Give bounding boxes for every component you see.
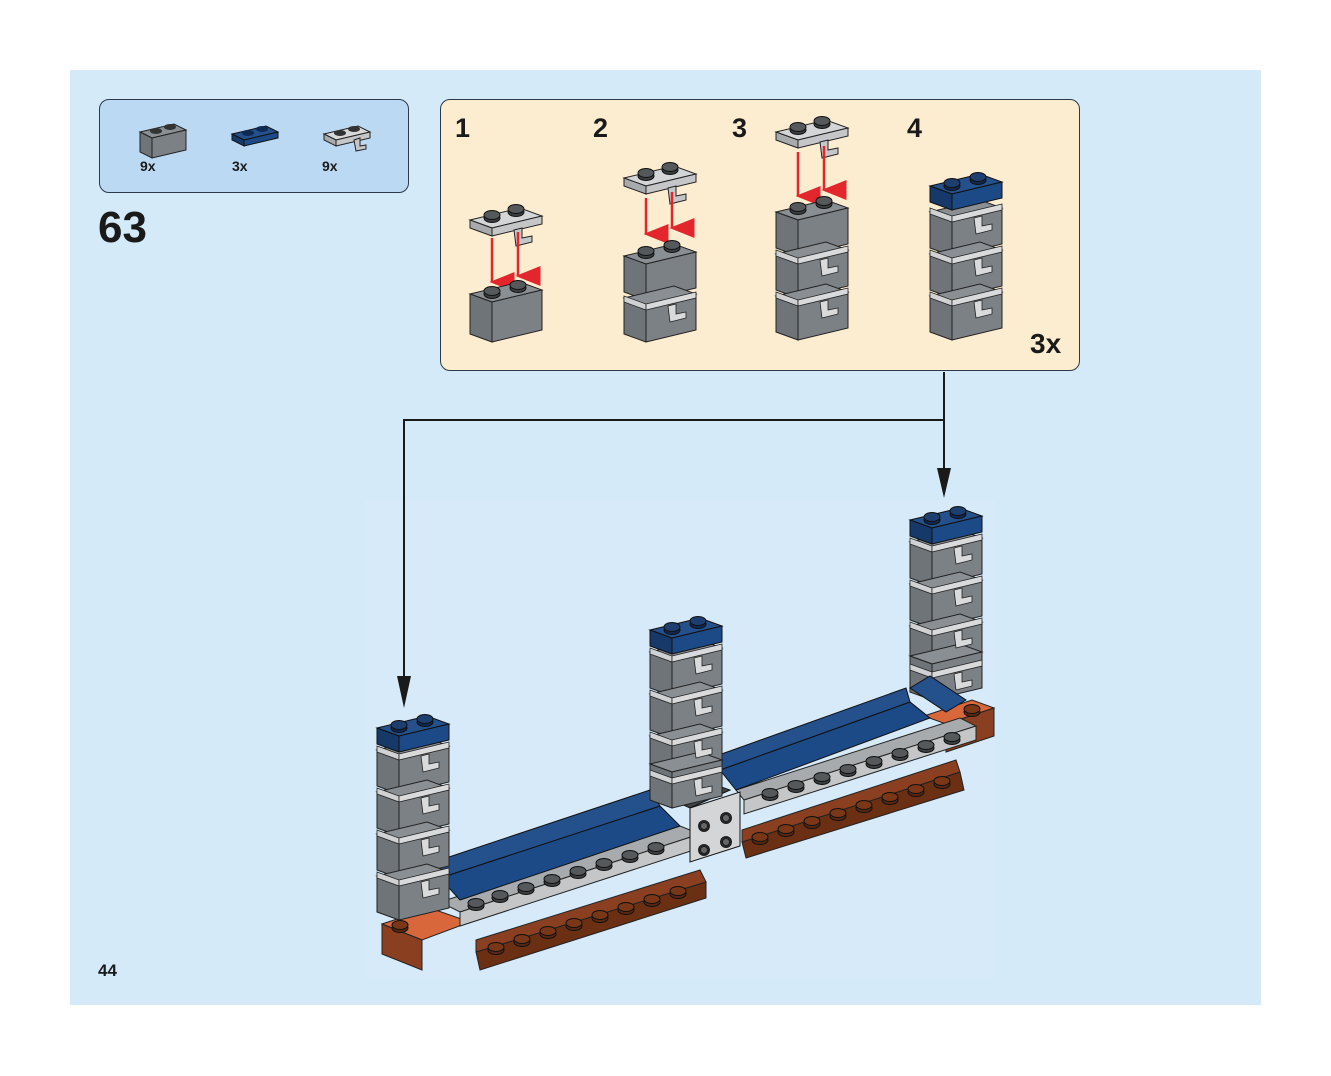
substep-2-illustration [623, 163, 697, 343]
callout-connector [397, 372, 951, 708]
substep-label: 4 [907, 113, 923, 143]
step-number: 63 [98, 203, 147, 252]
pillar-left [375, 714, 451, 921]
substep-1-illustration [468, 205, 544, 343]
part-quantity: 3x [232, 158, 248, 174]
main-model [375, 506, 996, 971]
substep-3-illustration [775, 117, 849, 341]
parts-list-callout: 9x 3x 9x [99, 99, 409, 193]
part-quantity: 9x [322, 158, 338, 174]
arrow-down-icon [937, 468, 951, 498]
brick-1x2-dark-gray-icon [136, 118, 206, 188]
arrow-down-icon [397, 676, 411, 708]
plate-1x2-dark-blue-icon [228, 118, 298, 188]
substep-label: 1 [455, 113, 471, 143]
substep-label: 2 [593, 113, 609, 143]
submodel-multiplier: 3x [1030, 328, 1062, 359]
substep-label: 3 [732, 113, 748, 143]
plate-1x2-clip-light-gray-icon [320, 118, 390, 188]
part-quantity: 9x [140, 158, 156, 174]
pillar-right [908, 506, 984, 713]
substep-4-illustration [928, 172, 1004, 341]
pillar-center [648, 616, 724, 809]
page-number: 44 [98, 961, 117, 980]
